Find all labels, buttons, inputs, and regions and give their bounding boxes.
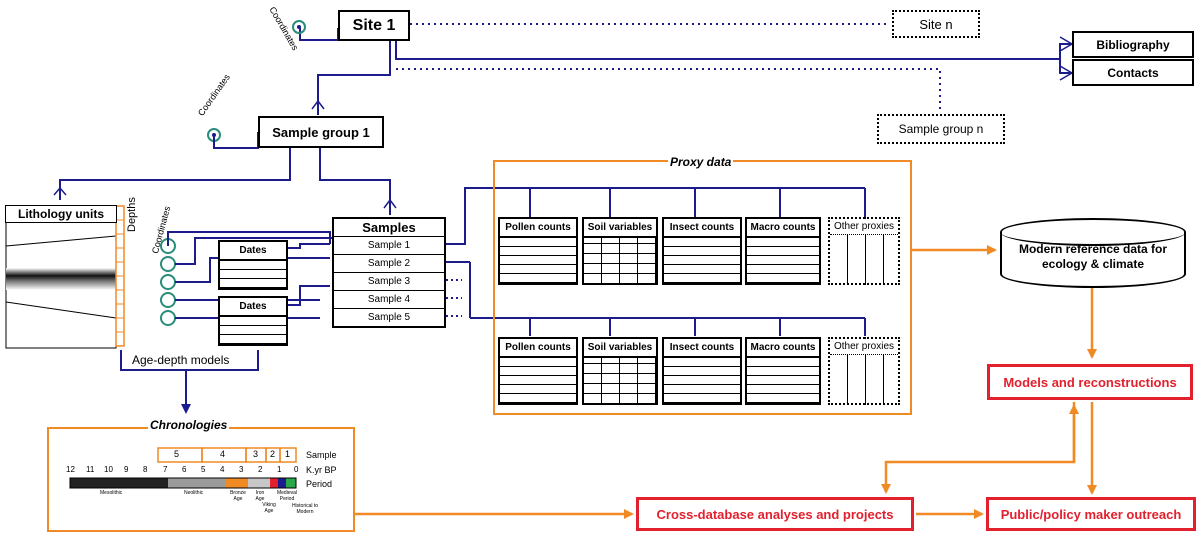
site-n-box[interactable]: Site n	[892, 10, 980, 38]
period-label: Mesolithic	[100, 490, 123, 496]
chrono-period-axis-label: Period	[306, 479, 333, 489]
pollen-counts-table: Pollen counts	[498, 217, 578, 285]
contacts-label: Contacts	[1107, 65, 1159, 80]
site-links	[299, 23, 1074, 115]
insect-counts-header: Insect counts	[664, 339, 740, 358]
outreach-box[interactable]: Public/policy maker outreach	[986, 497, 1196, 531]
kyr-tick: 2	[258, 465, 263, 474]
kyr-tick: 5	[201, 465, 206, 474]
site-box[interactable]: Site 1	[338, 10, 410, 41]
cross-database-box[interactable]: Cross-database analyses and projects	[636, 497, 914, 531]
output-flows	[355, 245, 1097, 519]
dates-table-1: Dates	[218, 240, 288, 290]
bibliography-label: Bibliography	[1096, 37, 1170, 52]
chronology-timeline	[69, 447, 297, 489]
proxy-data-title: Proxy data	[668, 155, 734, 169]
dates-table-1-header: Dates	[220, 242, 286, 261]
samples-title: Samples	[362, 220, 416, 235]
period-label: Iron Age	[255, 490, 265, 502]
pollen-counts-header: Pollen counts	[500, 339, 576, 358]
macro-counts-table: Macro counts	[745, 217, 821, 285]
period-label: Viking Age	[262, 502, 276, 514]
kyr-tick: 12	[66, 465, 75, 474]
kyr-tick: 10	[104, 465, 113, 474]
sample-group-label: Sample group 1	[272, 124, 370, 140]
age-depth-label: Age-depth models	[132, 353, 230, 367]
sample-group-box[interactable]: Sample group 1	[258, 116, 384, 148]
other-proxies-table: Other proxies	[828, 217, 900, 285]
soil-variables-table: Soil variables	[582, 337, 658, 405]
kyr-tick: 1	[277, 465, 282, 474]
models-reconstructions-label: Models and reconstructions	[1003, 374, 1177, 390]
chrono-sample-number: 3	[253, 449, 259, 459]
bibliography-box[interactable]: Bibliography	[1072, 31, 1194, 58]
insect-counts-header: Insect counts	[664, 219, 740, 238]
soil-variables-header: Soil variables	[584, 219, 656, 238]
period-label: Neolithic	[184, 490, 204, 496]
dates-table-2: Dates	[218, 296, 288, 346]
kyr-tick: 6	[182, 465, 187, 474]
kyr-tick: 8	[143, 465, 148, 474]
macro-counts-header: Macro counts	[747, 219, 819, 238]
chrono-sample-number: 1	[285, 449, 291, 459]
other-proxies-header: Other proxies	[830, 339, 898, 355]
kyr-tick: 3	[239, 465, 244, 474]
models-reconstructions-box[interactable]: Models and reconstructions	[987, 364, 1193, 400]
chronologies-title: Chronologies	[148, 418, 230, 432]
kyr-tick: 9	[124, 465, 129, 474]
period-label: Bronze Age	[230, 490, 246, 502]
modern-reference-database[interactable]: Modern reference data for ecology & clim…	[1000, 218, 1186, 288]
pollen-counts-header: Pollen counts	[500, 219, 576, 238]
kyr-tick: 7	[163, 465, 168, 474]
sample-row[interactable]: Sample 3	[334, 272, 444, 290]
other-proxies-table: Other proxies	[828, 337, 900, 405]
macro-counts-table: Macro counts	[745, 337, 821, 405]
period-label: Historical to Modern	[291, 503, 319, 515]
sample-group-n-box[interactable]: Sample group n	[877, 114, 1005, 144]
cross-database-label: Cross-database analyses and projects	[656, 506, 894, 522]
chrono-sample-number: 4	[220, 449, 226, 459]
age-depth-link	[120, 350, 259, 414]
samples-table: Samples Sample 1 Sample 2 Sample 3 Sampl…	[332, 217, 446, 328]
other-proxies-header: Other proxies	[830, 219, 898, 235]
chrono-sample-number: 5	[174, 449, 180, 459]
sample-row[interactable]: Sample 4	[334, 290, 444, 308]
lithology-section	[5, 205, 125, 349]
soil-variables-table: Soil variables	[582, 217, 658, 285]
chrono-kyr-axis-label: K.yr BP	[306, 465, 337, 475]
insect-counts-table: Insect counts	[662, 337, 742, 405]
kyr-tick: 4	[220, 465, 225, 474]
depths-label: Depths	[126, 197, 138, 232]
sample-row[interactable]: Sample 1	[334, 236, 444, 254]
modern-reference-label: Modern reference data for ecology & clim…	[1018, 242, 1168, 271]
period-label: Medieval Period	[276, 490, 297, 502]
kyr-tick: 0	[294, 465, 299, 474]
dates-table-2-header: Dates	[220, 298, 286, 317]
lithology-title: Lithology units	[5, 205, 117, 223]
site-label: Site 1	[352, 16, 396, 34]
chrono-sample-number: 2	[270, 449, 276, 459]
outreach-label: Public/policy maker outreach	[1000, 506, 1182, 522]
pollen-counts-table: Pollen counts	[498, 337, 578, 405]
insect-counts-table: Insect counts	[662, 217, 742, 285]
soil-variables-header: Soil variables	[584, 339, 656, 358]
contacts-box[interactable]: Contacts	[1072, 59, 1194, 86]
sample-row[interactable]: Sample 5	[334, 308, 444, 326]
site-n-label: Site n	[919, 16, 953, 32]
sample-group-n-label: Sample group n	[898, 122, 984, 136]
kyr-tick: 11	[86, 465, 95, 474]
sample-row[interactable]: Sample 2	[334, 254, 444, 272]
macro-counts-header: Macro counts	[747, 339, 819, 358]
chrono-sample-axis-label: Sample	[306, 450, 337, 460]
